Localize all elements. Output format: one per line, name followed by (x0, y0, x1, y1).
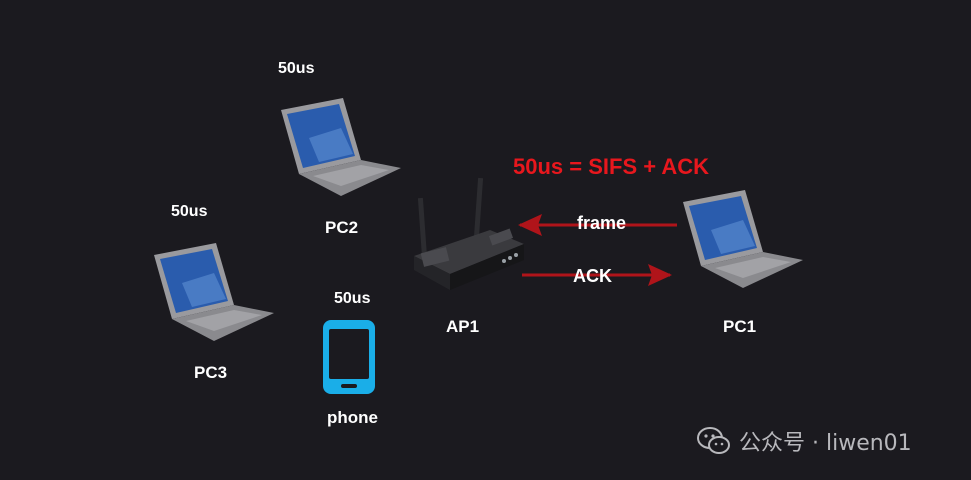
pc2-timing: 50us (278, 60, 315, 77)
laptop-icon (154, 243, 274, 341)
phone-timing: 50us (334, 290, 371, 307)
frame-arrow (518, 214, 677, 236)
smartphone-icon (323, 320, 375, 394)
phone-label: phone (327, 408, 378, 427)
laptop-icon (281, 98, 401, 196)
watermark-text: 公众号 · liwen01 (739, 431, 912, 456)
pc1-label: PC1 (723, 317, 757, 336)
diagram-title: 50us = SIFS + ACK (513, 154, 710, 179)
laptop-icon (683, 190, 803, 288)
ack-arrow (522, 264, 672, 286)
ap1-label: AP1 (446, 317, 480, 336)
pc3-timing: 50us (171, 203, 208, 220)
wireless-router-icon (414, 177, 524, 290)
pc2-label: PC2 (325, 218, 359, 237)
watermark: 公众号 · liwen01 (697, 425, 912, 457)
frame-arrow-label: frame (577, 213, 627, 233)
pc3-label: PC3 (194, 363, 228, 382)
wechat-icon (697, 427, 730, 454)
ack-arrow-label: ACK (573, 266, 612, 286)
